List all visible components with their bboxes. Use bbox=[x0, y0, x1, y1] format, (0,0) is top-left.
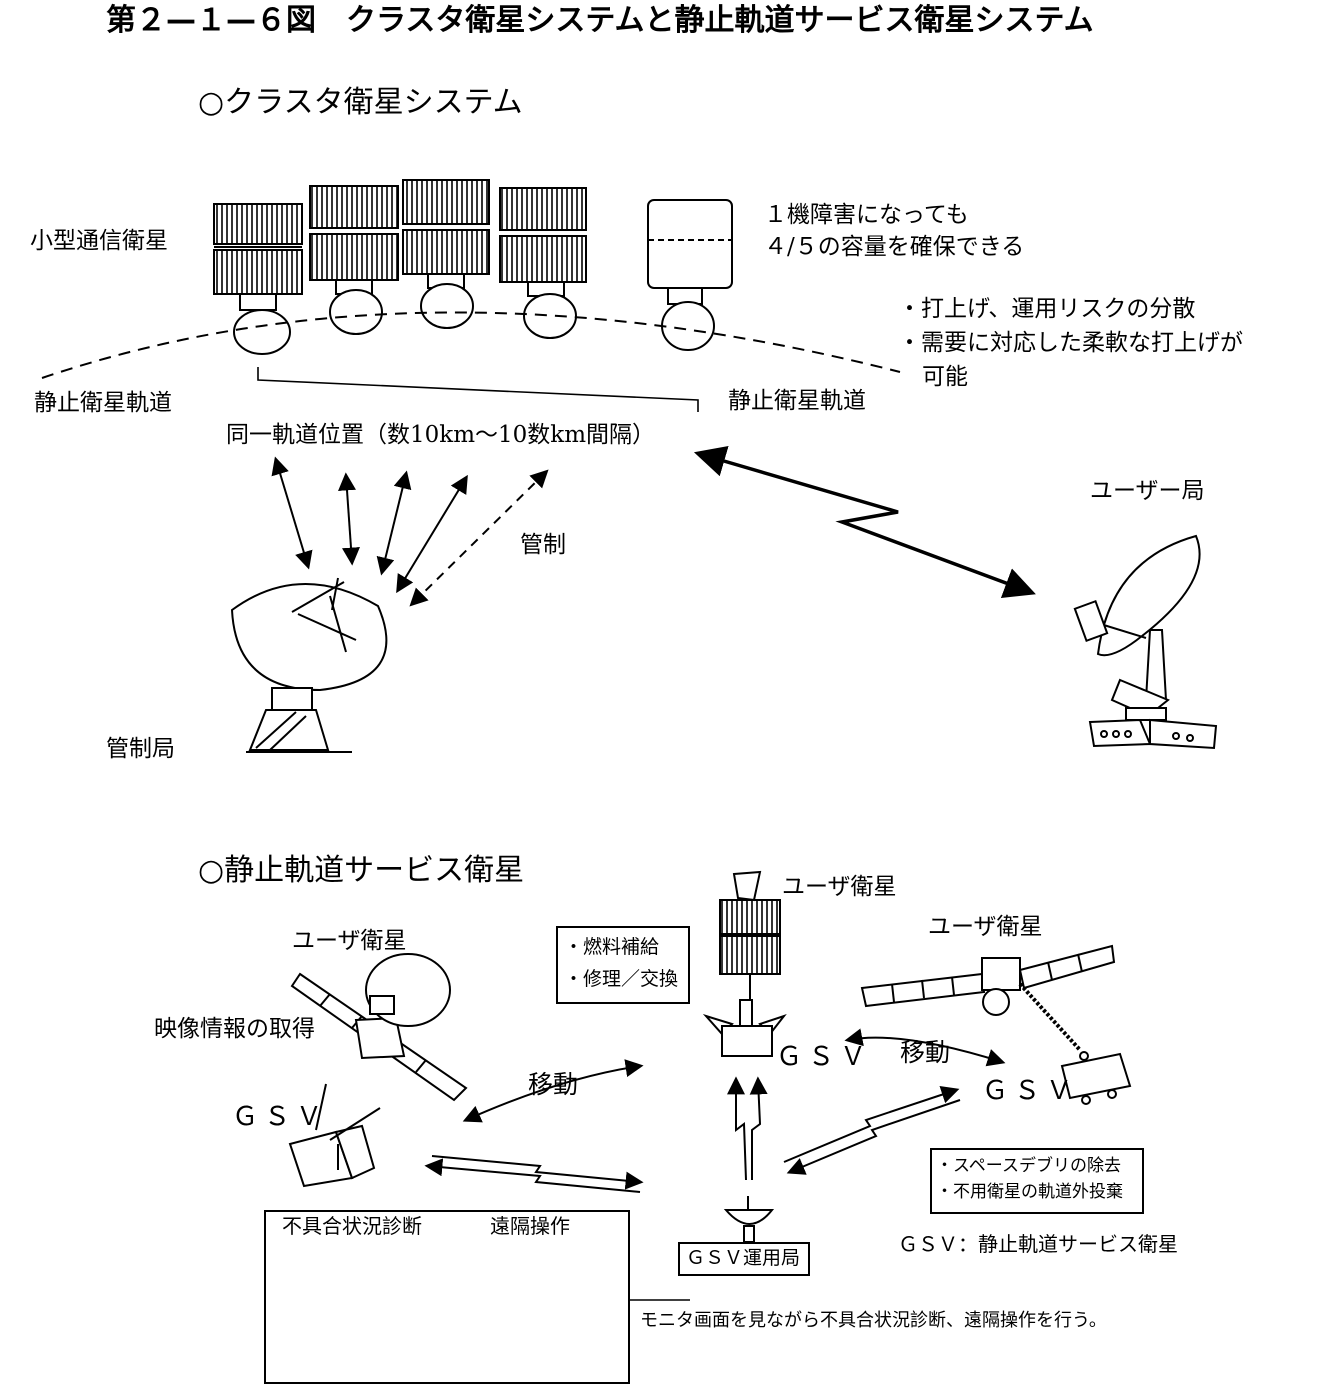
services-right-box: ・スペースデブリの除去 ・不用衛星の軌道外投棄 bbox=[930, 1148, 1144, 1214]
diagnosis-label: 不具合状況診断 bbox=[282, 1214, 422, 1238]
orbit-label-left: 静止衛星軌道 bbox=[34, 390, 172, 416]
cluster-satellite-5-failed bbox=[647, 199, 733, 351]
gsv-left-vehicle bbox=[288, 1083, 381, 1188]
control-station-antenna bbox=[230, 577, 388, 753]
gsv-right-user-satellite bbox=[860, 944, 1116, 1052]
orbit-label-right: 静止衛星軌道 bbox=[728, 388, 866, 414]
service-disposal: ・不用衛星の軌道外投棄 bbox=[936, 1182, 1123, 1202]
ops-station-label: ＧＳＶ運用局 bbox=[686, 1247, 801, 1269]
cluster-satellite-1 bbox=[213, 203, 303, 355]
small-sat-label: 小型通信衛星 bbox=[30, 228, 168, 254]
remote-op-label: 遠隔操作 bbox=[490, 1214, 570, 1238]
monitor-note: モニタ画面を見ながら不具合状況診断、遠隔操作を行う。 bbox=[640, 1310, 1107, 1331]
gsv-left-user-satellite bbox=[290, 953, 468, 1102]
same-position-bracket bbox=[257, 367, 699, 412]
cluster-satellite-4 bbox=[499, 187, 587, 339]
cluster-satellite-2 bbox=[309, 185, 399, 335]
move-label-left: 移動 bbox=[528, 1070, 579, 1099]
same-position-label: 同一軌道位置（数10km～10数km間隔） bbox=[226, 422, 656, 448]
benefit-line-3: 可能 bbox=[922, 364, 968, 390]
user-sat-left-label: ユーザ衛星 bbox=[292, 928, 407, 954]
gsv-legend: ＧＳＶ：静止軌道サービス衛星 bbox=[898, 1232, 1178, 1256]
move-arrow-left bbox=[462, 1059, 644, 1123]
service-fuel: ・燃料補給 bbox=[564, 936, 660, 958]
control-station-label: 管制局 bbox=[106, 736, 175, 762]
user-sat-right-label: ユーザ衛星 bbox=[928, 914, 1043, 940]
monitor-panel bbox=[264, 1210, 630, 1384]
cluster-satellite-3 bbox=[402, 179, 490, 329]
gsv-ops-dish bbox=[723, 1196, 775, 1243]
geostationary-orbit-arc bbox=[41, 311, 901, 379]
user-station-antenna bbox=[1073, 534, 1218, 750]
gsv-comm-links bbox=[424, 1076, 961, 1193]
control-label: 管制 bbox=[520, 532, 566, 558]
gsv-heading: ○静止軌道サービス衛星 bbox=[198, 853, 525, 888]
gsv-label-right: ＧＳＶ bbox=[982, 1076, 1079, 1106]
service-repair: ・修理／交換 bbox=[564, 968, 679, 990]
redundancy-note-line-2: ４/５の容量を確保できる bbox=[764, 234, 1025, 260]
user-station-label: ユーザー局 bbox=[1090, 478, 1205, 504]
gsv-right-vehicle bbox=[1060, 1051, 1132, 1105]
benefit-line-2: ・需要に対応した柔軟な打上げが bbox=[898, 330, 1243, 356]
image-acquire-label: 映像情報の取得 bbox=[154, 1016, 315, 1042]
gsv-label-left: ＧＳＶ bbox=[232, 1102, 329, 1132]
move-arrow-right bbox=[844, 1028, 1006, 1067]
gsv-center-vehicle bbox=[702, 999, 787, 1057]
cluster-heading: ○クラスタ衛星システム bbox=[198, 85, 523, 120]
move-label-right: 移動 bbox=[900, 1038, 951, 1067]
user-sat-center-label: ユーザ衛星 bbox=[782, 874, 897, 900]
services-center-box: ・燃料補給 ・修理／交換 bbox=[556, 926, 690, 1004]
gsv-center-user-satellite bbox=[719, 870, 781, 1024]
gsv-label-center: ＧＳＶ bbox=[776, 1042, 873, 1072]
user-link-zigzag bbox=[693, 445, 1036, 598]
page-title: 第２—１—６図 クラスタ衛星システムと静止軌道サービス衛星システム bbox=[106, 3, 1094, 38]
benefit-line-1: ・打上げ、運用リスクの分散 bbox=[898, 296, 1196, 322]
service-debris: ・スペースデブリの除去 bbox=[936, 1156, 1121, 1176]
redundancy-note-line-1: １機障害になっても bbox=[764, 202, 969, 228]
ops-station-box: ＧＳＶ運用局 bbox=[678, 1242, 810, 1276]
control-links bbox=[271, 456, 549, 607]
